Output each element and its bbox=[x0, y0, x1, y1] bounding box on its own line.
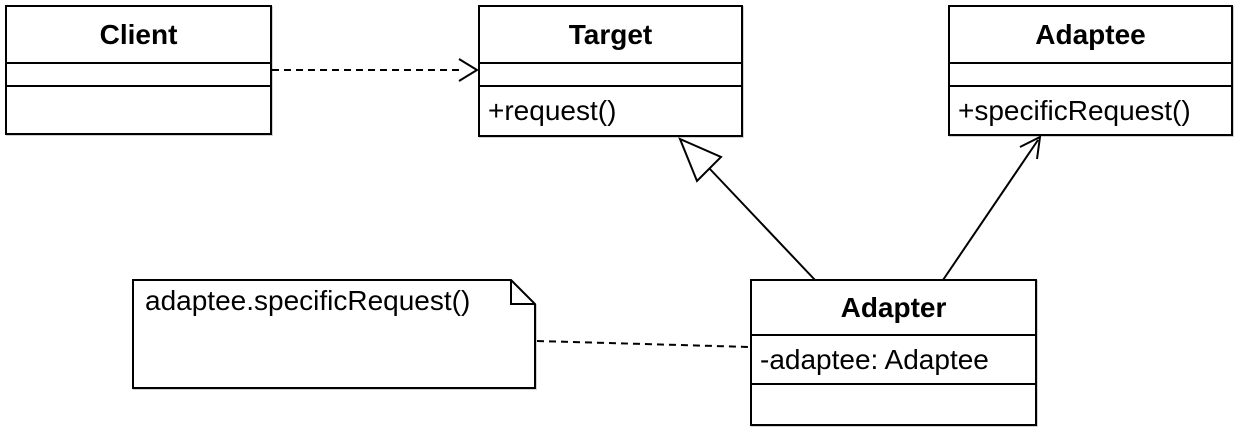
note-outline bbox=[132, 279, 536, 389]
adaptee-methods-compartment: +specificRequest() bbox=[958, 94, 1191, 126]
adapter-methods-compartment bbox=[752, 385, 1035, 424]
class-box-adaptee: Adaptee +specificRequest() bbox=[948, 5, 1233, 136]
class-box-client: Client bbox=[5, 5, 272, 135]
association-line bbox=[942, 139, 1039, 281]
client-attributes-compartment bbox=[7, 64, 270, 87]
note-anchor-dashed-line bbox=[536, 340, 751, 348]
client-methods-compartment bbox=[7, 87, 270, 133]
class-name-target: Target bbox=[480, 7, 741, 64]
note-anchor-line bbox=[536, 340, 751, 348]
class-box-target: Target +request() bbox=[478, 5, 743, 137]
note-text: adaptee.specificRequest() bbox=[145, 285, 471, 316]
generalization-arrow-adapter-to-target bbox=[678, 137, 816, 281]
note-fold-corner-icon bbox=[510, 280, 535, 305]
note-shape bbox=[132, 279, 536, 389]
adapter-attributes-compartment: -adaptee: Adaptee bbox=[752, 336, 1035, 385]
target-attributes-compartment bbox=[480, 64, 741, 87]
class-box-adapter: Adapter -adaptee: Adaptee bbox=[750, 279, 1037, 426]
open-arrowhead-icon bbox=[1019, 135, 1042, 160]
class-name-client: Client bbox=[7, 7, 270, 64]
class-name-adapter: Adapter bbox=[752, 281, 1035, 336]
open-arrowhead-icon bbox=[458, 58, 479, 82]
generalization-line bbox=[708, 167, 816, 281]
target-methods-compartment: +request() bbox=[488, 95, 617, 126]
association-arrow-adapter-to-adaptee bbox=[942, 135, 1042, 281]
adaptee-attributes-compartment bbox=[950, 64, 1231, 87]
class-name-adaptee: Adaptee bbox=[950, 7, 1231, 64]
hollow-triangle-arrowhead-icon bbox=[678, 137, 723, 183]
dependency-arrow-client-to-target bbox=[272, 58, 479, 82]
